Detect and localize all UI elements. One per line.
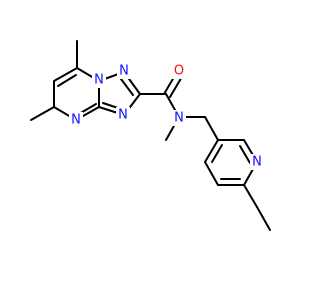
atom-label-n4: N (71, 113, 81, 128)
atom-label-n5: N (174, 111, 184, 126)
atom-label-n6: N (252, 155, 262, 170)
bond-ch2-ring (204, 116, 219, 141)
bond-ring6-a-inner (57, 74, 77, 87)
bond-pyr-b-inner (239, 145, 251, 164)
bond-lines (30, 40, 271, 231)
atom-label-o1: O (174, 64, 184, 79)
bond-ethyl-a (243, 184, 258, 208)
bond-methyl-left (30, 106, 55, 121)
n3-bg (116, 107, 130, 123)
n6-bg (250, 154, 264, 170)
bond-ring5-b-inner (120, 78, 134, 96)
n5-bg (172, 110, 186, 126)
atom-label-n3: N (118, 108, 128, 123)
bond-ring6-a (53, 67, 78, 82)
n4-bg (69, 112, 83, 128)
bond-pyr-f (204, 139, 219, 163)
bond-ethyl-b (256, 206, 271, 231)
molecule-structure-diagram: N N N N O N N (30, 40, 271, 231)
o1-bg (172, 63, 186, 79)
n1-bg (92, 72, 106, 88)
atom-label-n2: N (119, 64, 129, 79)
atom-label-n1: N (94, 73, 104, 88)
n2-bg (117, 63, 131, 79)
bond-pyr-e (204, 161, 219, 186)
bond-pyr-f-inner (211, 144, 223, 163)
atom-label-backgrounds (69, 63, 264, 170)
atom-labels: N N N N O N N (71, 64, 262, 170)
